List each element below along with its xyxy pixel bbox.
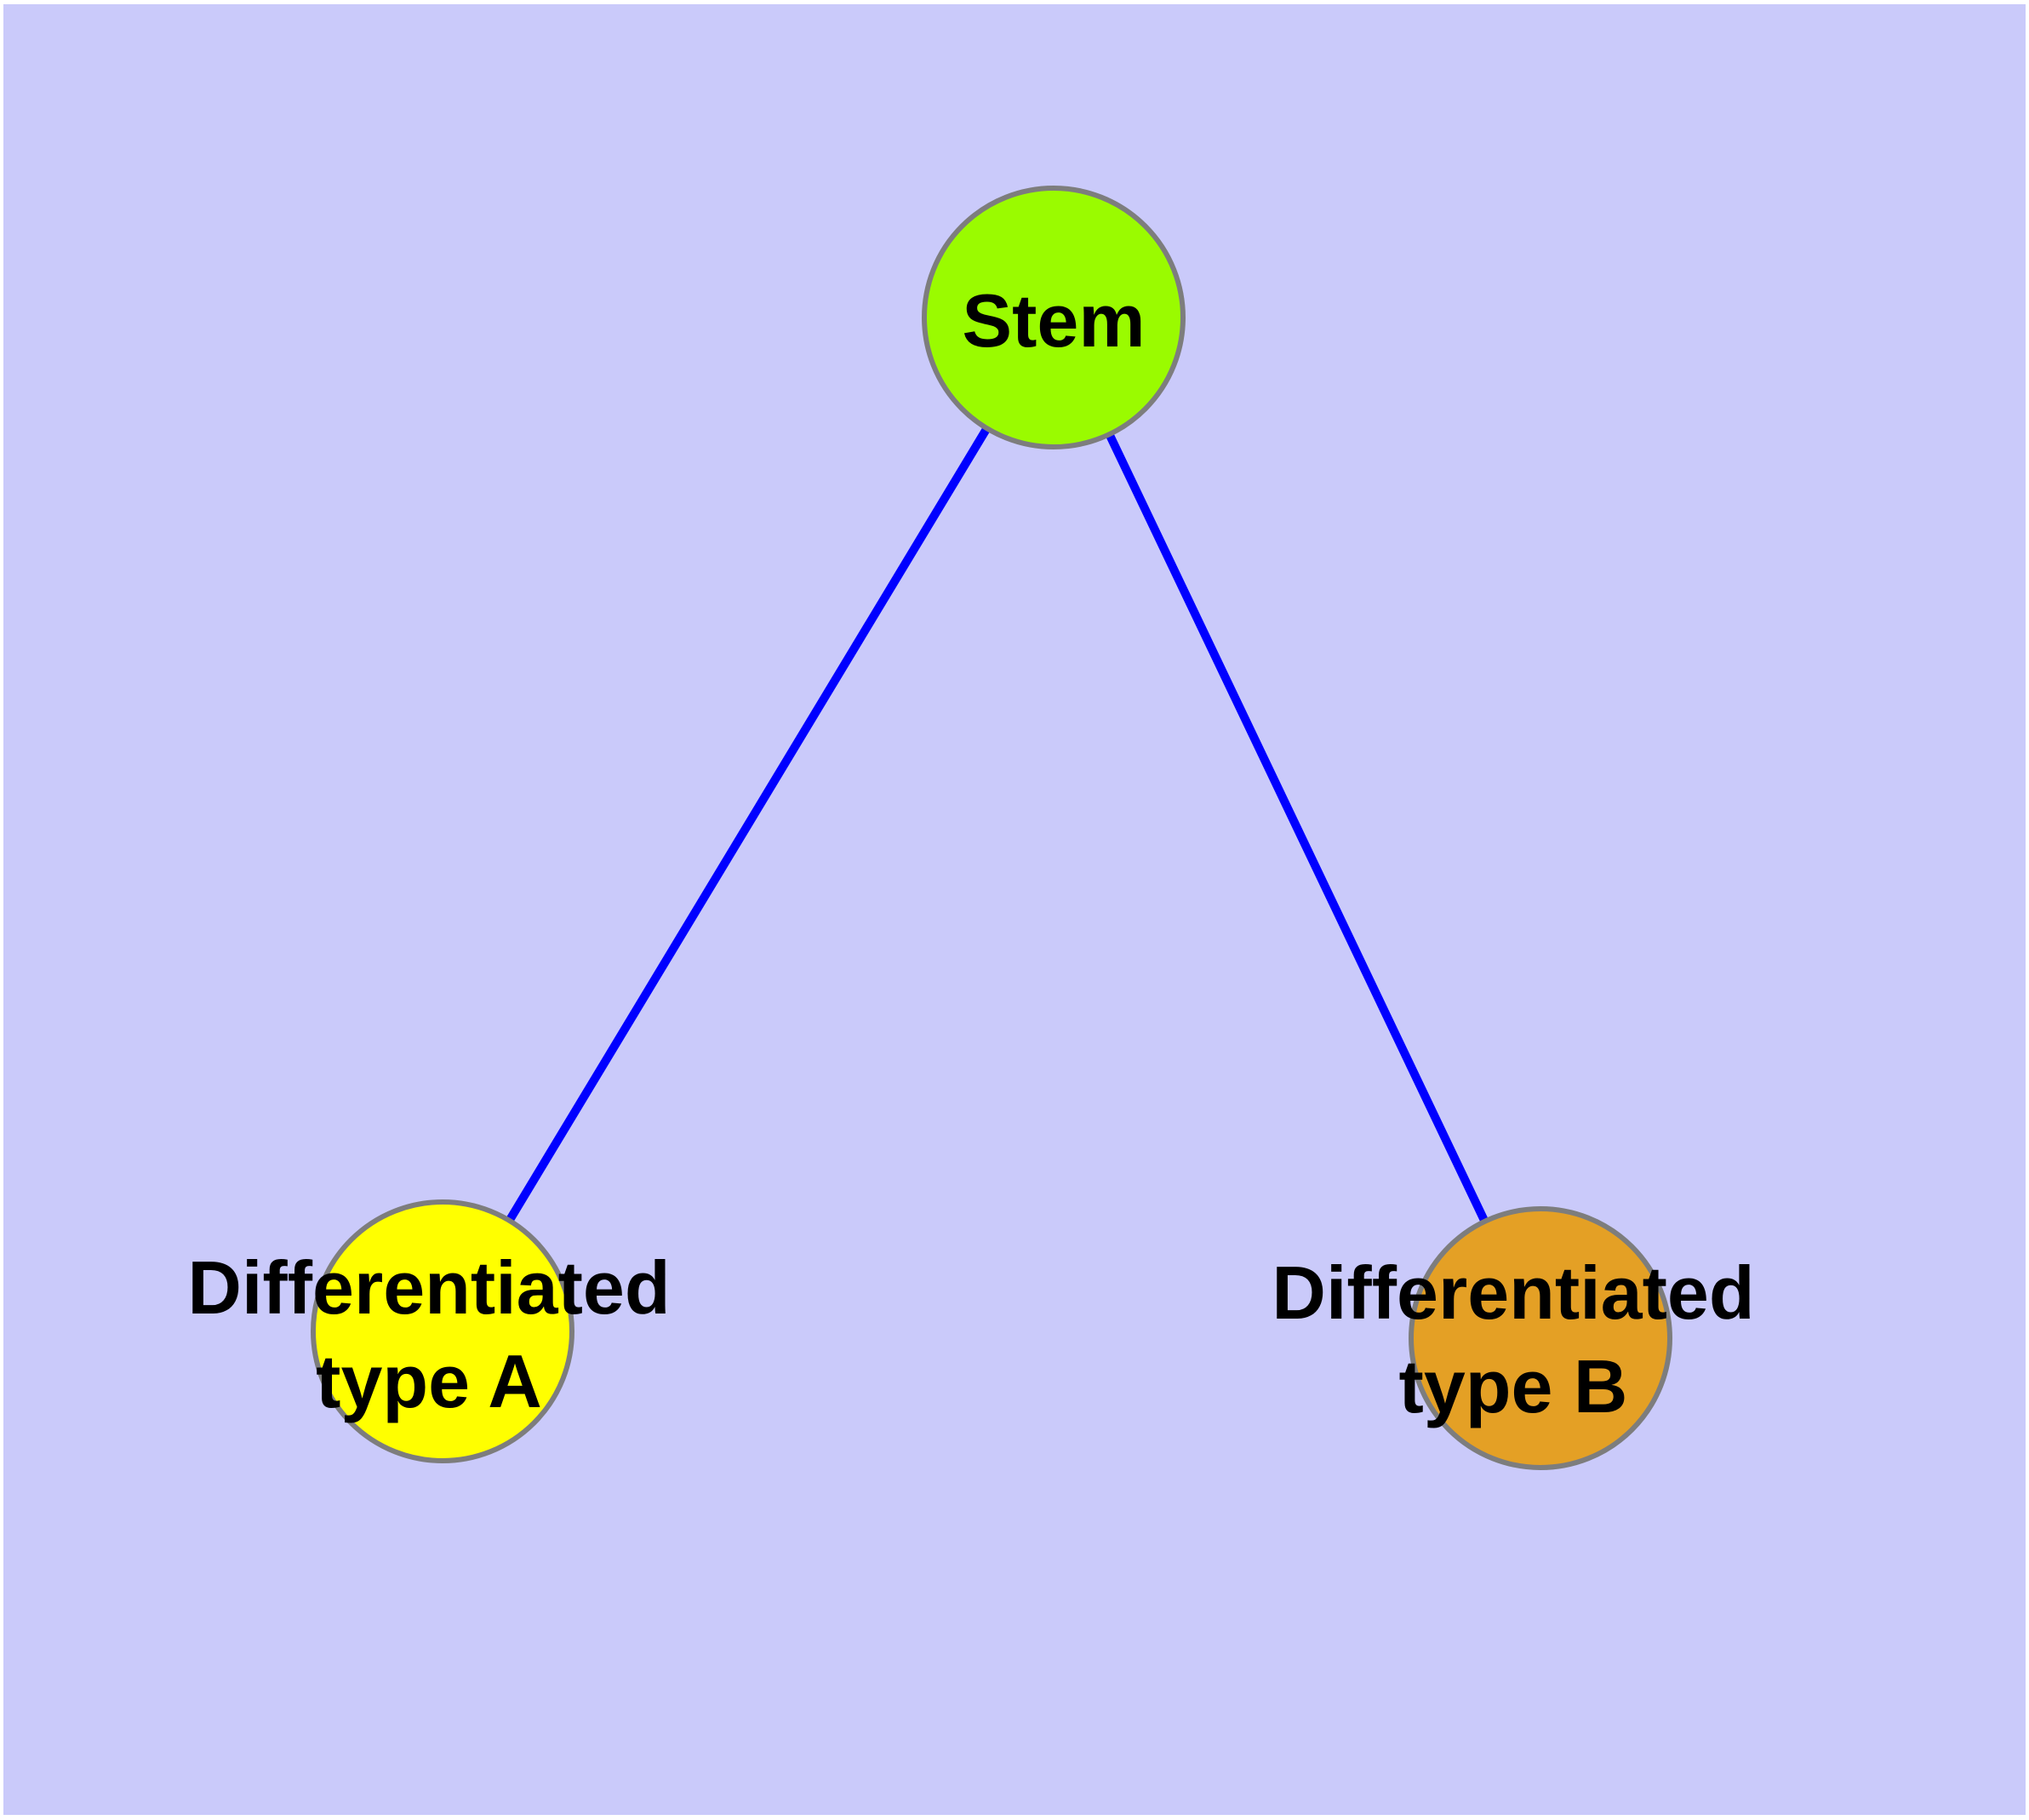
edge-group bbox=[438, 315, 1545, 1341]
node-type-b-label-line1: Differentiated bbox=[1272, 1251, 1754, 1335]
node-differentiated-type-b[interactable]: Differentiated type B bbox=[1272, 1206, 1755, 1470]
edge-stem-to-type-b bbox=[1049, 315, 1545, 1341]
node-stem-label: Stem bbox=[962, 278, 1145, 363]
node-stem-circle[interactable] bbox=[922, 186, 1186, 449]
node-type-a-circle[interactable] bbox=[311, 1199, 574, 1463]
node-type-b-label-line2: type B bbox=[1399, 1344, 1628, 1428]
node-type-b-circle[interactable] bbox=[1409, 1206, 1672, 1470]
edge-stem-to-type-a bbox=[438, 315, 1058, 1334]
node-stem[interactable]: Stem bbox=[922, 186, 1186, 449]
node-differentiated-type-a[interactable]: Differentiated type A bbox=[187, 1199, 671, 1463]
node-type-a-label-line1: Differentiated bbox=[187, 1245, 670, 1330]
node-type-a-label-line2: type A bbox=[316, 1339, 542, 1423]
